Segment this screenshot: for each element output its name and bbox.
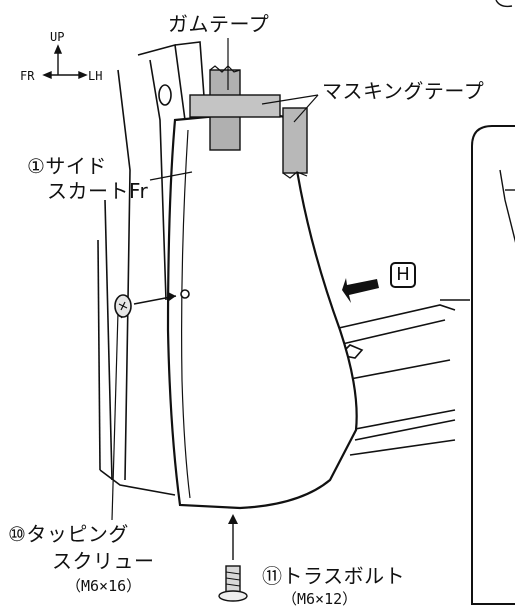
screw-hole — [180, 289, 190, 299]
detail-inset-frame — [471, 125, 515, 605]
axis-up-label: UP — [50, 30, 65, 44]
tapping-screw — [114, 292, 177, 318]
view-h-marker: H — [390, 262, 416, 288]
side-skirt-label-line2: スカートFr — [47, 179, 149, 203]
tapping-screw-label-line1: ⑩タッピング — [8, 522, 129, 546]
masking-tape — [189, 94, 308, 179]
orientation-axes — [42, 44, 88, 80]
tapping-screw-label-line2: スクリュー — [52, 549, 155, 573]
partial-circle-mark — [495, 0, 513, 8]
masking-tape-label: マスキングテープ — [322, 79, 485, 103]
body-panel — [329, 299, 470, 456]
axis-lh-label: LH — [88, 69, 103, 83]
axis-fr-label: FR — [20, 69, 35, 83]
gum-tape-label: ガムテープ — [168, 12, 270, 36]
side-skirt-part — [166, 110, 358, 510]
view-h-arrow — [342, 278, 379, 303]
side-skirt-label-line1: ①サイド — [27, 154, 107, 178]
truss-bolt-label: ⑪トラスボルト — [262, 564, 406, 588]
truss-bolt-size: （M6×12） — [282, 590, 358, 608]
truss-bolt — [218, 514, 248, 602]
tapping-screw-size: （M6×16） — [66, 577, 142, 595]
